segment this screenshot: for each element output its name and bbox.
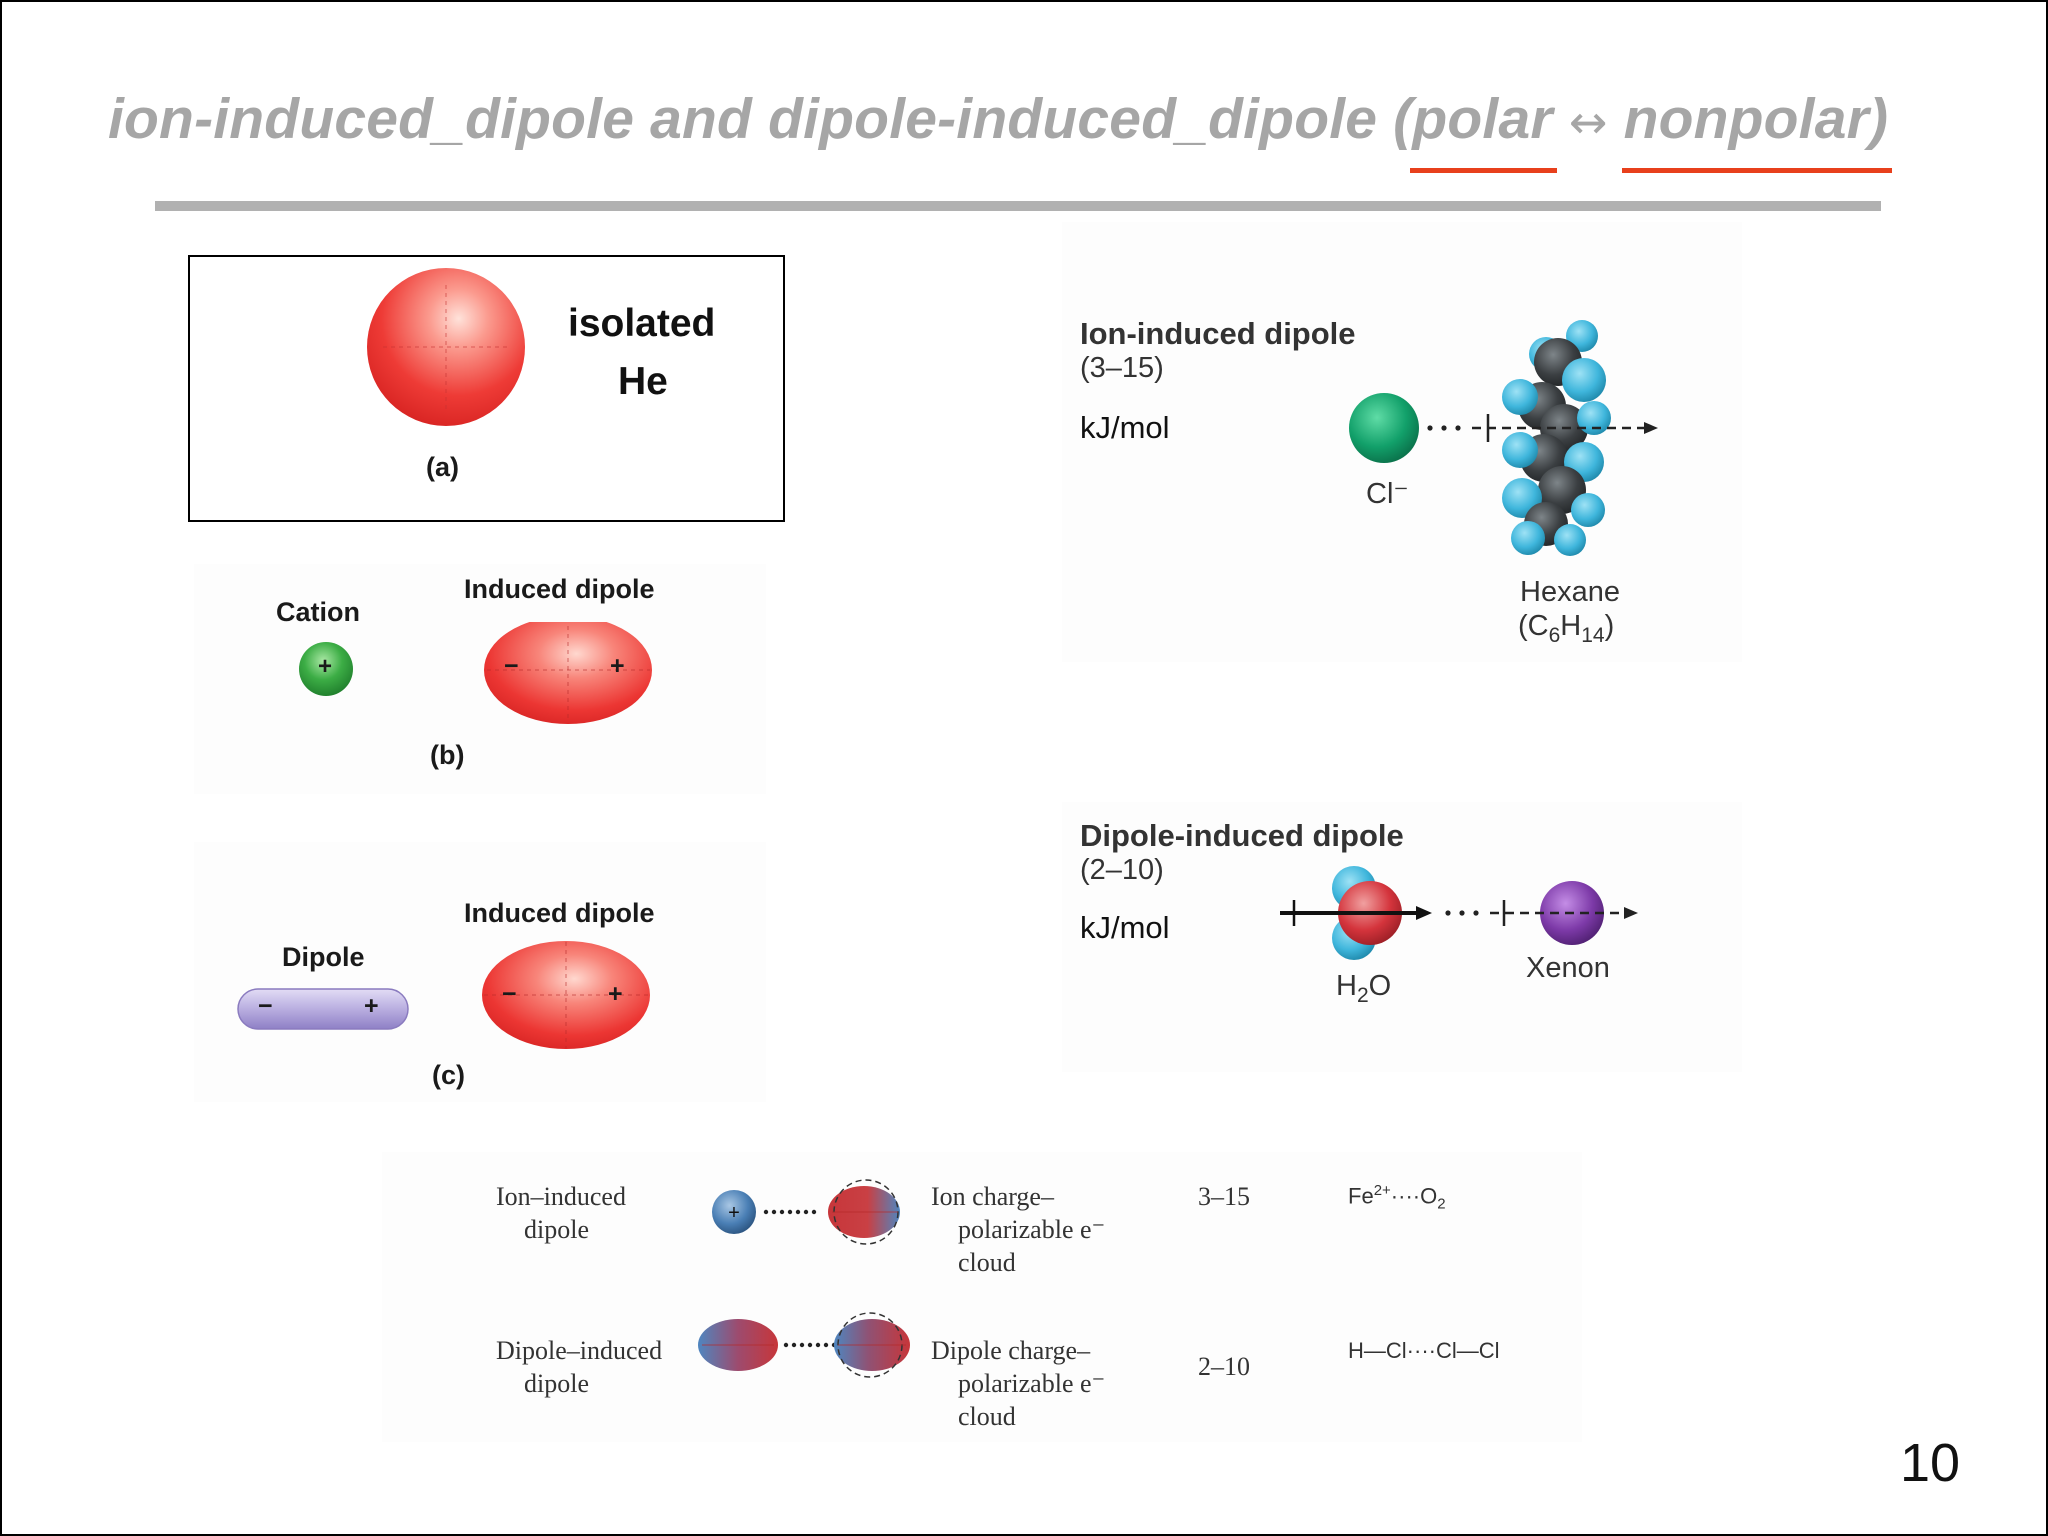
hexane-molecule bbox=[1502, 320, 1611, 556]
hexane-h-10 bbox=[1511, 521, 1545, 555]
table-row-1-example-sub: 2 bbox=[1437, 1195, 1446, 1213]
table-row-1-name-2: dipole bbox=[524, 1215, 589, 1244]
panel-b-caption: (b) bbox=[430, 740, 465, 770]
title-arrow: ↔ bbox=[1568, 95, 1608, 149]
panel-c-plus: + bbox=[608, 980, 623, 1008]
dipole-plus: + bbox=[364, 992, 379, 1020]
hexane-h-6 bbox=[1502, 432, 1538, 468]
hexane-formula-sub-2: 14 bbox=[1581, 623, 1605, 647]
table-row-2-basis-3: cloud bbox=[958, 1402, 1016, 1431]
dipole-induced-heading: Dipole-induced dipole bbox=[1080, 818, 1404, 853]
ion-induced-figure bbox=[1349, 320, 1658, 556]
panel-a-label-1: isolated bbox=[568, 302, 716, 345]
water-label: H2O bbox=[1336, 970, 1391, 1008]
water-label-sub: 2 bbox=[1356, 983, 1369, 1007]
hexane-h-1 bbox=[1566, 320, 1598, 352]
slide-title: ion-induced_dipole and dipole-induced_di… bbox=[108, 86, 1968, 152]
panel-c-minus: − bbox=[502, 980, 517, 1008]
panel-c-bg bbox=[194, 842, 766, 1102]
panel-a-caption: (a) bbox=[426, 452, 459, 482]
water-label-o: O bbox=[1368, 970, 1392, 1002]
panel-b-figure bbox=[299, 622, 652, 724]
table-row-2-basis-2: polarizable e⁻ bbox=[958, 1369, 1106, 1398]
ion-induced-unit: kJ/mol bbox=[1080, 410, 1170, 445]
panel-a-label-2: He bbox=[618, 360, 668, 403]
title-prefix: ion-induced_dipole and dipole-induced_di… bbox=[108, 87, 1413, 151]
hexane-h-11 bbox=[1554, 524, 1586, 556]
table-row-1-example-sup: 2+ bbox=[1373, 1182, 1391, 1199]
dipole-minus: − bbox=[258, 992, 273, 1020]
dipole-induced-figure bbox=[1280, 866, 1638, 960]
table-bg bbox=[382, 1152, 1582, 1442]
table-row-1-basis-3: cloud bbox=[958, 1248, 1016, 1277]
page-number: 10 bbox=[1900, 1433, 1961, 1493]
panel-b-induced-ellipse bbox=[484, 622, 652, 724]
panel-c-induced-label: Induced dipole bbox=[464, 898, 655, 928]
panel-b-induced-label: Induced dipole bbox=[464, 574, 655, 604]
hexane-formula-close: ) bbox=[1604, 610, 1615, 642]
title-nonpolar: nonpolar) bbox=[1623, 87, 1889, 151]
table-row-1-basis-1: Ion charge– bbox=[931, 1182, 1054, 1211]
table-row-1-example: Fe2+····O2 bbox=[1348, 1182, 1446, 1213]
hexane-formula-h: H bbox=[1560, 610, 1582, 642]
table-row-1-basis-2: polarizable e⁻ bbox=[958, 1215, 1106, 1244]
dipole-capsule bbox=[237, 988, 409, 1030]
title-rule bbox=[155, 201, 1881, 211]
dipole-induced-range: (2–10) bbox=[1080, 854, 1164, 886]
table-row-2-example: H—Cl····Cl—Cl bbox=[1348, 1338, 1500, 1363]
table-row-1-example-fe: Fe bbox=[1348, 1183, 1374, 1209]
panel-a-figure bbox=[367, 268, 525, 426]
cation-label: Cation bbox=[276, 597, 360, 627]
ion-induced-range: (3–15) bbox=[1080, 352, 1164, 384]
hexane-formula-sub-1: 6 bbox=[1548, 623, 1561, 647]
table-row-1-example-dots: ····O bbox=[1390, 1183, 1438, 1209]
chloride-sphere bbox=[1349, 393, 1419, 463]
table-row-1-energy: 3–15 bbox=[1198, 1182, 1250, 1211]
table-row-2-name-2: dipole bbox=[524, 1369, 589, 1398]
dipole-induced-bg bbox=[1062, 802, 1742, 1072]
ion-dipole-arrow bbox=[1427, 414, 1658, 442]
helium-sphere bbox=[367, 268, 525, 426]
table-row-1-figure: + bbox=[712, 1179, 900, 1245]
panel-b-minus: − bbox=[504, 652, 519, 680]
table-ion-sign: + bbox=[728, 1202, 740, 1224]
water-label-h: H bbox=[1336, 970, 1357, 1002]
hexane-label: Hexane bbox=[1520, 576, 1620, 608]
table-row-2-dots bbox=[783, 1342, 837, 1348]
dipole-label: Dipole bbox=[282, 942, 365, 972]
dipole-induced-unit: kJ/mol bbox=[1080, 910, 1170, 945]
chloride-label: Cl⁻ bbox=[1366, 478, 1409, 510]
hexane-formula: (C6H14) bbox=[1518, 610, 1614, 648]
hexane-h-5 bbox=[1577, 401, 1611, 435]
table-row-1-name-1: Ion–induced bbox=[496, 1182, 626, 1211]
hexane-h-4 bbox=[1502, 379, 1538, 415]
table-row-2-basis-1: Dipole charge– bbox=[931, 1336, 1091, 1365]
hexane-h-3 bbox=[1562, 358, 1606, 402]
panel-b-plus: + bbox=[610, 652, 625, 680]
title-polar: polar bbox=[1412, 87, 1553, 151]
hexane-h-9 bbox=[1571, 493, 1605, 527]
cation-sign: + bbox=[318, 653, 333, 680]
table-row-2-name-1: Dipole–induced bbox=[496, 1336, 663, 1365]
table-row-2-energy: 2–10 bbox=[1198, 1352, 1250, 1381]
table-ion-sphere bbox=[712, 1190, 756, 1234]
table-row-1-dots bbox=[763, 1209, 817, 1215]
xenon-label: Xenon bbox=[1526, 952, 1610, 984]
hexane-formula-open: (C bbox=[1518, 610, 1549, 642]
cation-sphere bbox=[299, 642, 353, 696]
ion-induced-heading: Ion-induced dipole bbox=[1080, 316, 1356, 351]
panel-b-bg bbox=[194, 564, 766, 794]
table-row-2-figure bbox=[698, 1312, 910, 1378]
panel-c-figure bbox=[237, 941, 650, 1049]
dipole-induced-arrows bbox=[1280, 900, 1638, 926]
panel-c-caption: (c) bbox=[432, 1060, 465, 1090]
